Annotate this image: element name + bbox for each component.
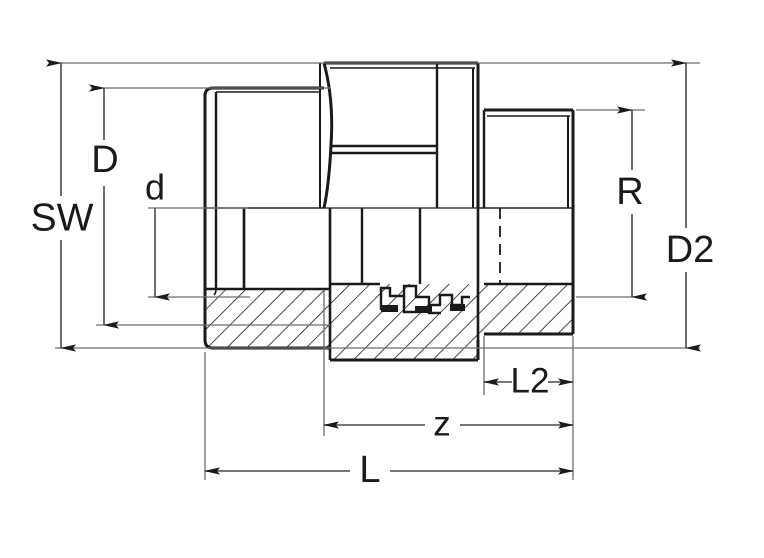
- left-socket-outer-left-edge: [203, 86, 214, 289]
- thread-crest-solids: [381, 304, 465, 313]
- dimension-lines: [46, 59, 701, 475]
- dimension-label-D2: D2: [666, 229, 715, 271]
- left-socket-section: [205, 289, 330, 348]
- nut-left-chamfer-curve: [322, 62, 334, 209]
- section-hatched-regions: [205, 284, 573, 360]
- dimension-label-L: L: [359, 449, 380, 491]
- fitting-geometry: [203, 61, 575, 362]
- dimension-labels: SW D d R D2 L2 z L: [31, 139, 715, 491]
- dimension-label-d: d: [145, 167, 165, 208]
- dimension-label-z: z: [433, 404, 451, 443]
- dimension-label-SW: SW: [31, 196, 94, 239]
- dimension-label-R: R: [616, 171, 643, 213]
- dimension-label-L2: L2: [511, 361, 550, 400]
- dimension-label-D: D: [91, 139, 118, 181]
- extension-lines: [55, 62, 700, 480]
- body-section: [330, 284, 573, 360]
